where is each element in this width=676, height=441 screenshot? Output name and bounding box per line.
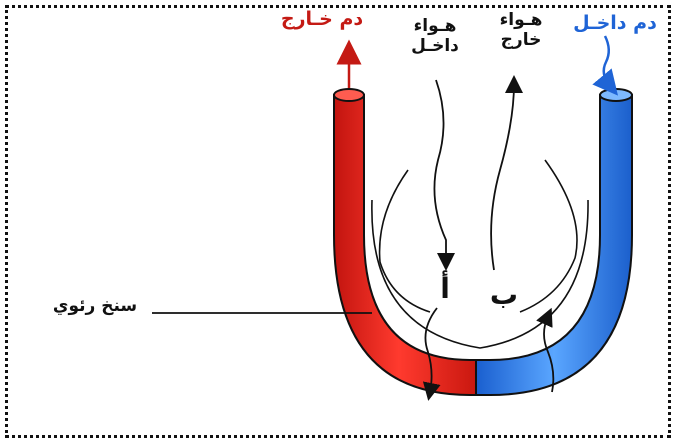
- blood-out-label: دم خـارج: [262, 8, 382, 31]
- blood-in-arrow: [604, 36, 610, 86]
- air-out-label: هـواء خارج: [476, 10, 566, 51]
- air-out-label-line2: خارج: [476, 30, 566, 50]
- blood-in-label: دم داخـل: [560, 12, 670, 35]
- air-in-arrow: [434, 80, 446, 262]
- air-out-arrow: [491, 84, 514, 270]
- air-in-label-line2: داخـل: [390, 36, 480, 56]
- point-b-label: ب: [484, 278, 524, 312]
- capillary-oxygenated: [334, 95, 478, 395]
- air-in-label: هـواء داخـل: [390, 16, 480, 57]
- air-in-label-line1: هـواء: [390, 16, 480, 36]
- alveolus-wall-outer: [372, 200, 588, 348]
- air-out-label-line1: هـواء: [476, 10, 566, 30]
- alveolus-contour-right: [520, 160, 577, 312]
- point-a-label: أ: [430, 272, 460, 306]
- alveolus-contour-left: [380, 170, 430, 312]
- capillary-deoxygenated: [476, 95, 632, 395]
- lumen-label: سنخ رئوي: [40, 296, 150, 316]
